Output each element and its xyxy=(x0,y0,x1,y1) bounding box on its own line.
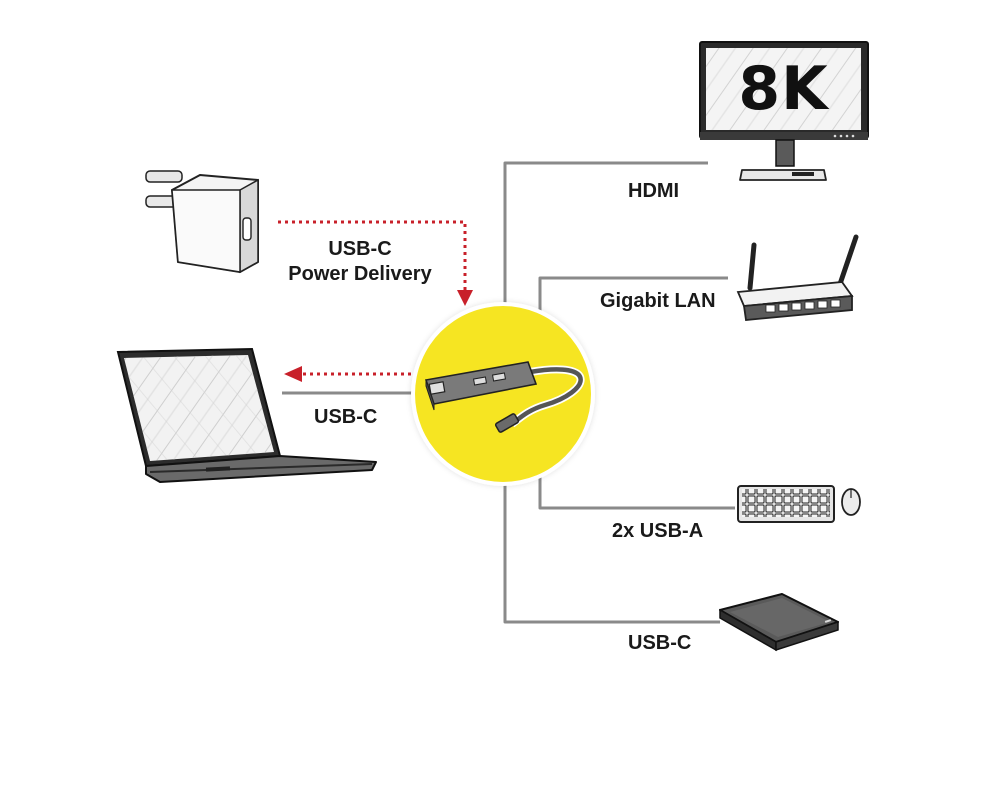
monitor-resolution-label: 8K xyxy=(738,54,829,124)
hdmi-line xyxy=(503,161,708,320)
gigabit-lan-label: Gigabit LAN xyxy=(600,290,716,312)
keyboard-mouse-icon xyxy=(737,485,861,523)
connector-lines xyxy=(282,159,735,626)
usb-c-storage-label: USB-C xyxy=(628,632,692,654)
laptop-icon xyxy=(116,347,377,483)
power-arrowhead-left xyxy=(284,366,302,382)
usb-hub-icon xyxy=(424,361,585,433)
usb-a-label: 2x USB-A xyxy=(612,520,704,542)
monitor-icon xyxy=(699,41,869,181)
usb-a-line xyxy=(538,470,735,510)
router-icon xyxy=(736,234,859,321)
usb-c-storage-line xyxy=(503,485,720,624)
usb-c-laptop-label: USB-C xyxy=(314,406,378,428)
power-label-line2: Power Delivery xyxy=(288,263,432,285)
power-delivery-label: USB-C Power Delivery xyxy=(270,238,450,286)
hdmi-label: HDMI xyxy=(628,180,680,202)
power-arrowhead-down xyxy=(457,290,473,306)
power-arrow xyxy=(278,220,467,376)
power-adapter-icon xyxy=(145,170,259,274)
hub-circle xyxy=(411,302,595,486)
external-drive-icon xyxy=(719,593,839,652)
power-label-line1: USB-C xyxy=(328,238,392,260)
